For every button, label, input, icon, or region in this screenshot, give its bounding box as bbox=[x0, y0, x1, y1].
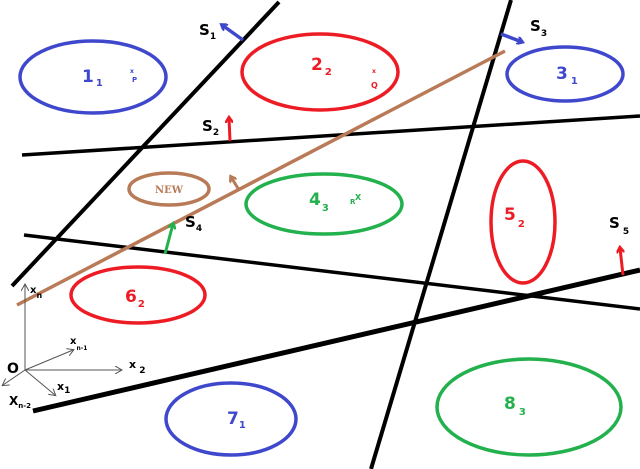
region-4-ellipse bbox=[244, 172, 404, 236]
region-new-label: NEW bbox=[155, 185, 184, 196]
axis-x1-label: x1 bbox=[57, 380, 70, 396]
s3-label: S3 bbox=[530, 17, 547, 39]
coordinate-axes bbox=[3, 285, 121, 395]
s3-normal-arrow-icon bbox=[500, 32, 522, 42]
axis-labels: O xn xn-1 x 2 x1 Xn-2 bbox=[7, 285, 146, 410]
s1-label: S1 bbox=[199, 21, 216, 42]
s4-brown-normal-arrow-icon bbox=[231, 177, 241, 191]
region-5-ellipse bbox=[489, 159, 557, 285]
s2-label: S2 bbox=[202, 117, 219, 138]
hyperplane-s1-line bbox=[10, 0, 281, 288]
s1-normal-arrow-icon bbox=[222, 25, 245, 42]
region-new-ellipse bbox=[127, 171, 211, 207]
s4-normal-arrow-icon bbox=[163, 224, 173, 255]
hyperplane-s3-line bbox=[369, 0, 513, 469]
region-7-ellipse bbox=[164, 381, 298, 457]
hyperplane-line-4 bbox=[23, 233, 640, 311]
axis-xn-1 bbox=[24, 350, 73, 371]
region-4-label: 43 bbox=[309, 190, 329, 214]
s4-label: S4 bbox=[185, 213, 202, 234]
region-1-ellipse bbox=[18, 39, 168, 115]
region-6-ellipse bbox=[69, 265, 207, 325]
normal-arrows bbox=[163, 25, 623, 276]
axis-x2-label: x 2 bbox=[129, 358, 146, 376]
region-8-ellipse bbox=[435, 357, 623, 457]
region-2-ellipse bbox=[240, 32, 400, 112]
region-7: 71 bbox=[164, 381, 298, 457]
region-6-label: 62 bbox=[125, 287, 145, 310]
region-4: 43 R X bbox=[244, 172, 404, 236]
axis-xn-label: xn bbox=[30, 285, 42, 300]
axis-xn-2-label: Xn-2 bbox=[9, 394, 31, 410]
point-q-label: Q bbox=[371, 81, 378, 90]
region-new: NEW bbox=[127, 171, 211, 207]
axis-x1 bbox=[24, 369, 55, 395]
s2-normal-arrow-icon bbox=[229, 118, 230, 142]
point-p-mark: x bbox=[130, 68, 134, 75]
point-q-mark: x bbox=[372, 68, 376, 75]
s5-normal-arrow-icon bbox=[620, 248, 623, 276]
region-7-label: 71 bbox=[227, 409, 246, 431]
point-r-label: R bbox=[350, 198, 356, 206]
point-p-label: P bbox=[132, 76, 137, 84]
region-3-ellipse bbox=[505, 45, 625, 103]
hyperplane-s2-line bbox=[21, 114, 640, 157]
point-r-mark: X bbox=[355, 193, 362, 202]
axis-xn-2 bbox=[3, 369, 26, 385]
hyperplane-s4-line bbox=[16, 49, 506, 307]
origin-label: O bbox=[7, 361, 19, 377]
axis-xn-1-label: xn-1 bbox=[70, 336, 87, 352]
region-6: 62 bbox=[69, 265, 207, 325]
hyperplane-s5-line bbox=[32, 267, 640, 414]
